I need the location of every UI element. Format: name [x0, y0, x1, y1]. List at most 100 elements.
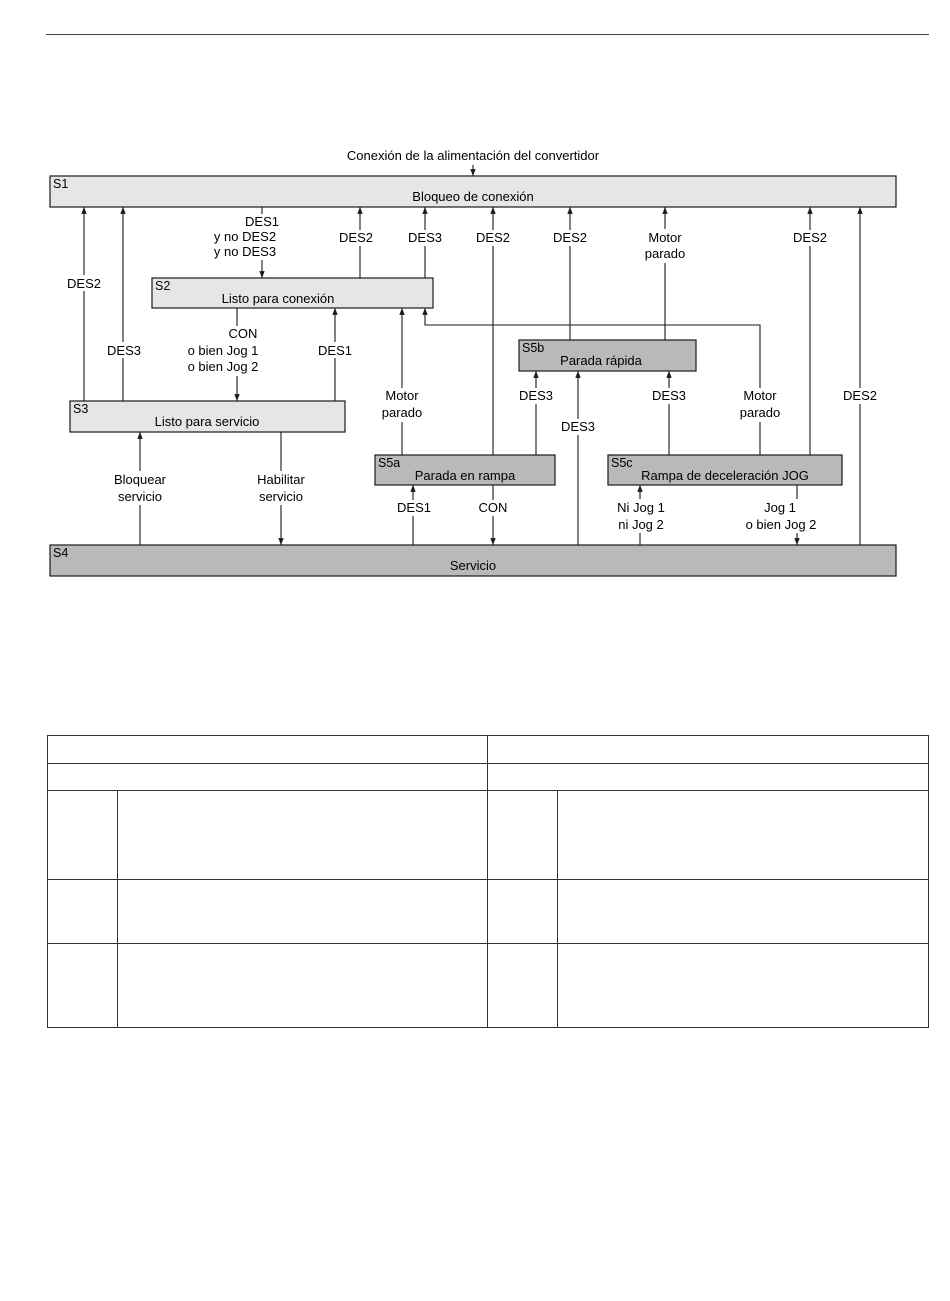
label-s5c-s4-line2: o bien Jog 2 [746, 517, 817, 532]
label-s1-s2-line3: y no DES3 [214, 244, 276, 259]
state-s5b: S5b Parada rápida [518, 339, 697, 372]
table-cell [117, 790, 488, 880]
label-s4-s5b-des3: DES3 [561, 419, 595, 434]
label-s2-s3-line1: CON [229, 326, 258, 341]
label-s3-s1-des3: DES3 [107, 343, 141, 358]
transition-s3-s2-des1: DES1 [314, 308, 356, 401]
transition-s3-s1-des3: DES3 [103, 207, 145, 401]
table-cell [487, 879, 558, 944]
label-s2-s1-des3: DES3 [408, 230, 442, 245]
label-s3-s4-line2: servicio [259, 489, 303, 504]
state-s4-title: Servicio [450, 558, 496, 573]
transition-s4-s3: Bloquear servicio [108, 432, 172, 545]
power-on-label: Conexión de la alimentación del converti… [347, 148, 600, 163]
transition-s5a-s5b-des3: DES3 [514, 371, 558, 455]
state-s5c-title: Rampa de deceleración JOG [641, 468, 809, 483]
table-cell [47, 763, 488, 791]
table-cell [47, 879, 118, 944]
label-s5a-s2-motor-line1: Motor [385, 388, 419, 403]
table-cell [557, 790, 929, 880]
state-s1: S1 Bloqueo de conexión [49, 175, 897, 208]
label-s3-s1-des2: DES2 [67, 276, 101, 291]
table-subheader-row [47, 763, 929, 791]
label-s5a-s5b-des3: DES3 [519, 388, 553, 403]
table-cell [487, 735, 929, 764]
label-s5c-s1-des2: DES2 [793, 230, 827, 245]
label-s3-s2-des1: DES1 [318, 343, 352, 358]
state-s2: S2 Listo para conexión [151, 277, 434, 309]
transition-s5a-s4-con: CON [474, 485, 512, 545]
table-cell [557, 879, 929, 944]
state-s4-id: S4 [53, 546, 68, 560]
transition-s5b-s1-des2: DES2 [548, 207, 592, 340]
table-cell [117, 943, 488, 1028]
transition-s4-s5c: Ni Jog 1 ni Jog 2 [611, 485, 671, 545]
table-cell [487, 790, 558, 880]
label-s4-s5a-des1: DES1 [397, 500, 431, 515]
table-cell [117, 879, 488, 944]
transition-s1-s2: DES1 y no DES2 y no DES3 [205, 207, 295, 278]
label-s5a-s1-des2: DES2 [476, 230, 510, 245]
transition-s5a-s2-motor: Motor parado [377, 308, 429, 455]
empty-table [47, 735, 929, 1028]
transition-s4-s5a-des1: DES1 [392, 485, 436, 545]
label-s4-s1-des2: DES2 [843, 388, 877, 403]
state-s5c: S5c Rampa de deceleración JOG [607, 454, 843, 486]
transition-s2-s3: CON o bien Jog 1 o bien Jog 2 [182, 308, 282, 401]
state-s2-id: S2 [155, 279, 170, 293]
label-s4-s3-line1: Bloquear [114, 472, 167, 487]
label-s5a-s2-motor-line2: parado [382, 405, 422, 420]
table-cell [487, 763, 929, 791]
state-s3: S3 Listo para servicio [69, 400, 346, 433]
label-s5c-s2-motor-line1: Motor [743, 388, 777, 403]
label-s5c-s2-motor-line2: parado [740, 405, 780, 420]
transition-s3-s1-des2: DES2 [64, 207, 106, 401]
transition-s5c-s4: Jog 1 o bien Jog 2 [746, 485, 840, 545]
label-s5b-s1-motor-line1: Motor [648, 230, 682, 245]
state-s3-id: S3 [73, 402, 88, 416]
label-s5c-s4-line1: Jog 1 [764, 500, 796, 515]
label-s4-s5c-line2: ni Jog 2 [618, 517, 664, 532]
label-s4-s3-line2: servicio [118, 489, 162, 504]
label-s5c-s5b-des3: DES3 [652, 388, 686, 403]
table-row [47, 879, 929, 944]
transition-s5c-s1-des2: DES2 [788, 207, 832, 455]
state-s1-id: S1 [53, 177, 68, 191]
label-s5b-s1-motor-line2: parado [645, 246, 685, 261]
table-cell [487, 943, 558, 1028]
state-s5a-title: Parada en rampa [415, 468, 516, 483]
state-s4: S4 Servicio [49, 544, 897, 577]
state-s5a-id: S5a [378, 456, 400, 470]
transition-s5a-s1-des2: DES2 [471, 207, 515, 455]
transition-s2-s1-des2: DES2 [336, 207, 382, 278]
state-s3-title: Listo para servicio [155, 414, 260, 429]
label-s5a-s4-con: CON [479, 500, 508, 515]
label-s2-s1-des2: DES2 [339, 230, 373, 245]
transition-s5b-s1-motor: Motor parado [636, 207, 694, 340]
label-s2-s3-line2: o bien Jog 1 [188, 343, 259, 358]
state-s1-title: Bloqueo de conexión [412, 189, 533, 204]
transition-s3-s4: Habilitar servicio [250, 432, 312, 545]
table-row [47, 943, 929, 1028]
transition-s5c-s5b-des3: DES3 [647, 371, 691, 455]
table-cell [557, 943, 929, 1028]
state-s5b-title: Parada rápida [560, 353, 642, 368]
top-rule [46, 34, 929, 35]
table-row [47, 790, 929, 880]
label-s1-s2-line2: y no DES2 [214, 229, 276, 244]
state-s2-title: Listo para conexión [222, 291, 335, 306]
transition-s2-s1-des3: DES3 [403, 207, 447, 278]
label-s1-s2-line1: DES1 [245, 214, 279, 229]
table-cell [47, 943, 118, 1028]
label-s2-s3-line3: o bien Jog 2 [188, 359, 259, 374]
state-s5a: S5a Parada en rampa [374, 454, 556, 486]
transition-s5c-s2-motor: Motor parado [422, 308, 789, 455]
table-header-row [47, 735, 929, 764]
label-s5b-s1-des2: DES2 [553, 230, 587, 245]
transition-s4-s1-des2: DES2 [838, 207, 882, 545]
table-cell [47, 790, 118, 880]
state-s5b-id: S5b [522, 341, 544, 355]
label-s4-s5c-line1: Ni Jog 1 [617, 500, 665, 515]
label-s3-s4-line1: Habilitar [257, 472, 305, 487]
